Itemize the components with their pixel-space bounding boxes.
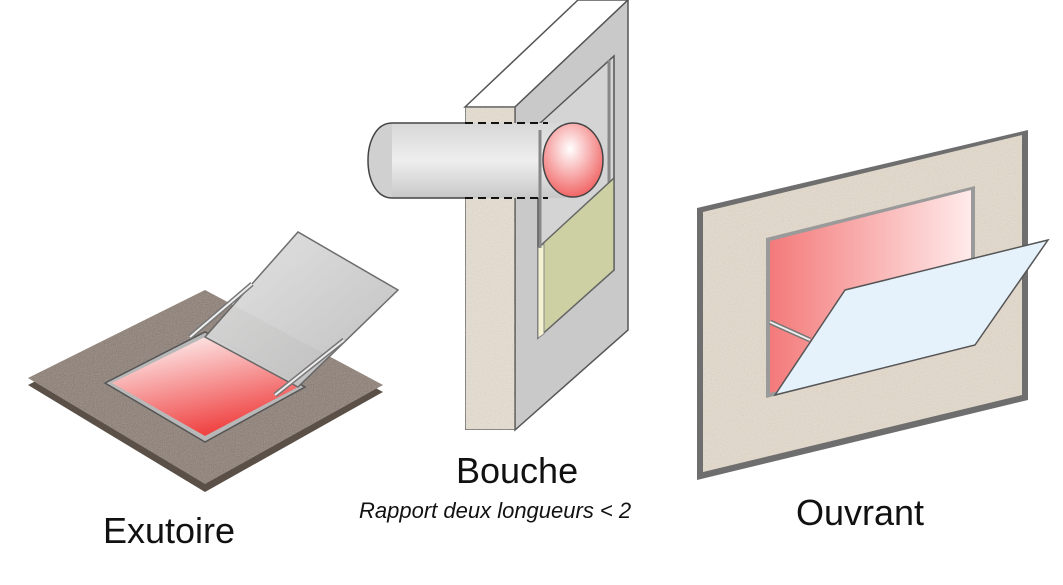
hatch-opening-red — [112, 337, 298, 436]
label-bouche: Bouche — [456, 450, 579, 491]
label-exutoire: Exutoire — [103, 510, 236, 551]
duct-end-cap — [367, 122, 393, 199]
damper-blade-edge — [537, 243, 545, 339]
hatch-arm-left-hi — [189, 283, 253, 338]
hatch-lid-open — [203, 231, 400, 388]
duct-body — [392, 123, 572, 198]
ouvrant-illustration — [697, 130, 1050, 480]
duct-opening-red — [542, 122, 604, 198]
exutoire-illustration — [28, 231, 400, 492]
label-ouvrant: Ouvrant — [796, 492, 925, 533]
bouche-illustration — [367, 0, 630, 432]
hatch-arm-right-hi — [274, 339, 345, 396]
label-bouche-note: Rapport deux longueurs < 2 — [359, 498, 632, 523]
ouvrant-arm-hi — [769, 321, 811, 341]
ouvrant-open-sash — [773, 238, 1050, 397]
